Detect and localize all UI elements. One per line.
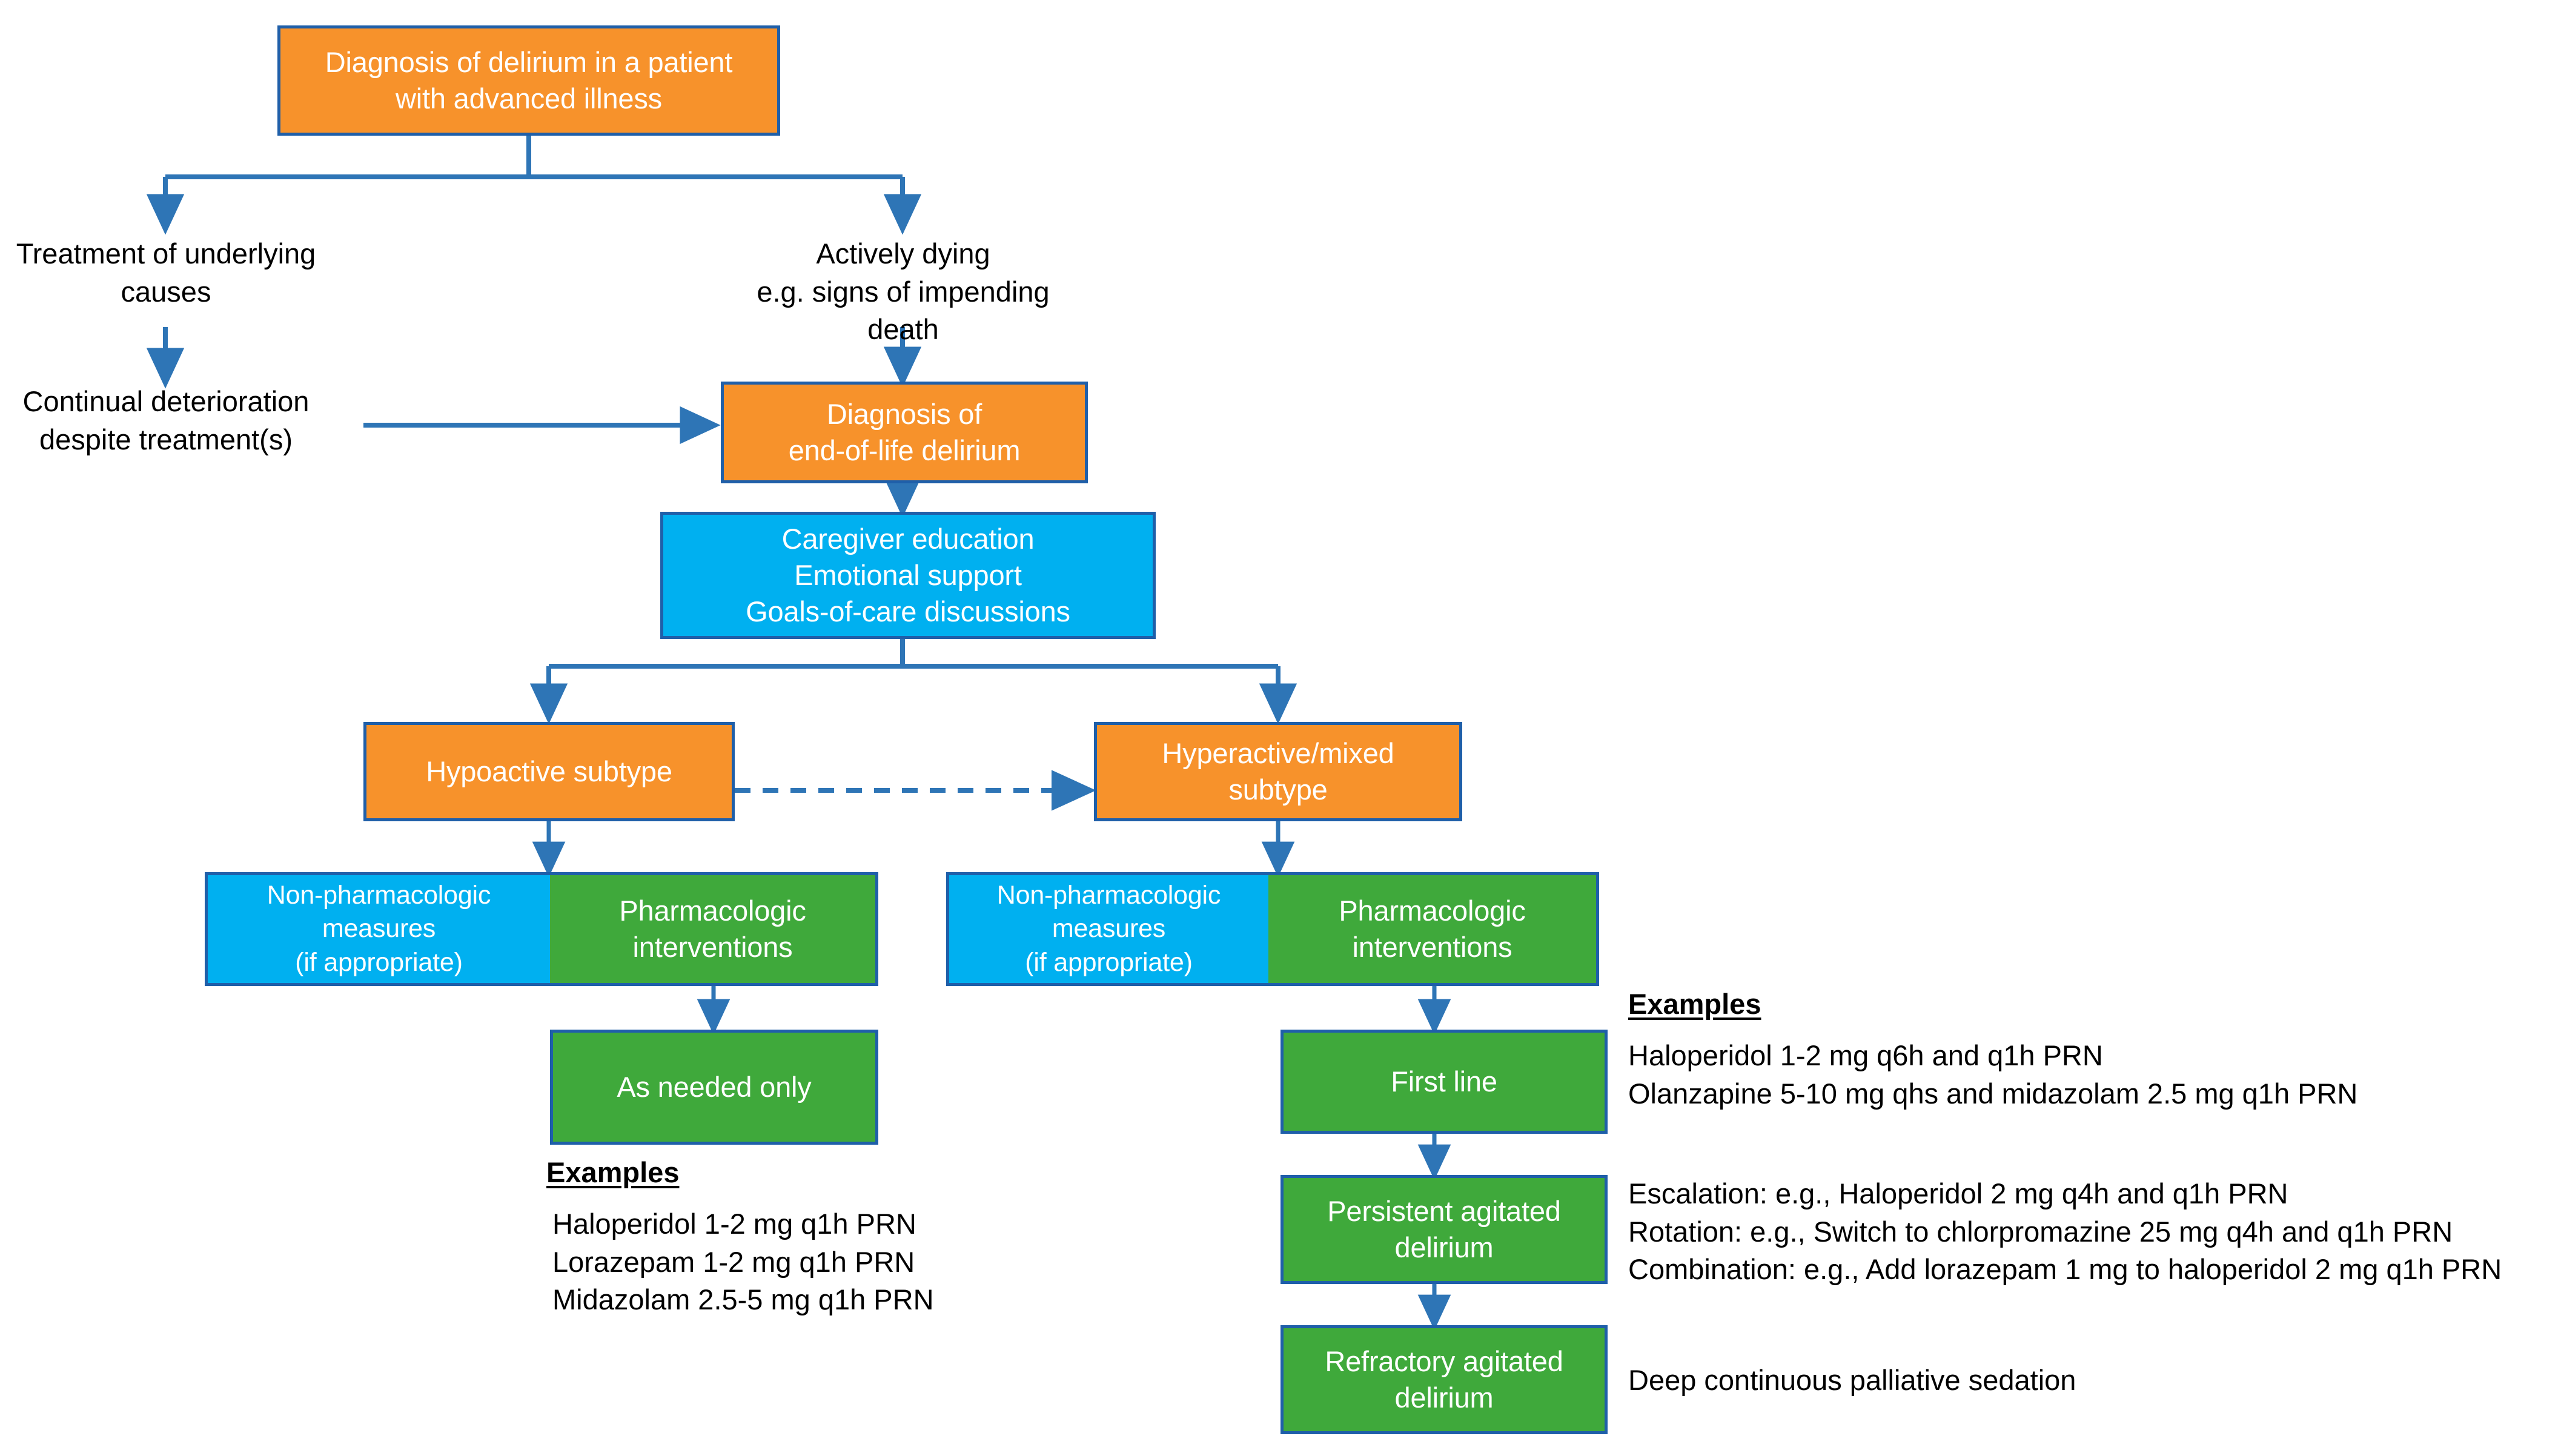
node-pharmacologic-interventions-left[interactable]: Pharmacologic interventions — [550, 872, 878, 986]
node-pharmacologic-interventions-right[interactable]: Pharmacologic interventions — [1268, 872, 1599, 986]
node-diagnosis-eol-delirium[interactable]: Diagnosis of end-of-life delirium — [721, 382, 1088, 483]
node-hyperactive-mixed-subtype[interactable]: Hyperactive/mixed subtype — [1094, 722, 1462, 821]
node-caregiver-education-block[interactable]: Caregiver education Emotional support Go… — [660, 512, 1156, 639]
node-persistent-agitated-delirium[interactable]: Persistent agitated delirium — [1280, 1175, 1608, 1284]
node-nonpharmacologic-measures-left[interactable]: Non-pharmacologic measures (if appropria… — [205, 872, 550, 986]
node-diagnosis-advanced-illness[interactable]: Diagnosis of delirium in a patient with … — [277, 25, 780, 136]
examples-right-header: Examples — [1628, 988, 1761, 1020]
node-continual-deterioration: Continual deterioration despite treatmen… — [22, 385, 310, 455]
node-first-line[interactable]: First line — [1280, 1030, 1608, 1134]
examples-right-persistent-list: Escalation: e.g., Haloperidol 2 mg q4h a… — [1628, 1177, 2502, 1285]
examples-left-list: Haloperidol 1-2 mg q1h PRN Lorazepam 1-2… — [552, 1208, 934, 1315]
node-treatment-underlying-causes: Treatment of underlying causes — [16, 237, 316, 308]
node-hypoactive-subtype[interactable]: Hypoactive subtype — [363, 722, 735, 821]
examples-right-refractory-text: Deep continuous palliative sedation — [1628, 1364, 2076, 1396]
node-actively-dying: Actively dying e.g. signs of impending d… — [757, 237, 1050, 345]
examples-right-first-line-list: Haloperidol 1-2 mg q6h and q1h PRN Olanz… — [1628, 1039, 2358, 1110]
node-as-needed-only[interactable]: As needed only — [550, 1030, 878, 1145]
node-refractory-agitated-delirium[interactable]: Refractory agitated delirium — [1280, 1325, 1608, 1434]
node-nonpharmacologic-measures-right[interactable]: Non-pharmacologic measures (if appropria… — [946, 872, 1268, 986]
examples-left-header: Examples — [546, 1156, 680, 1188]
